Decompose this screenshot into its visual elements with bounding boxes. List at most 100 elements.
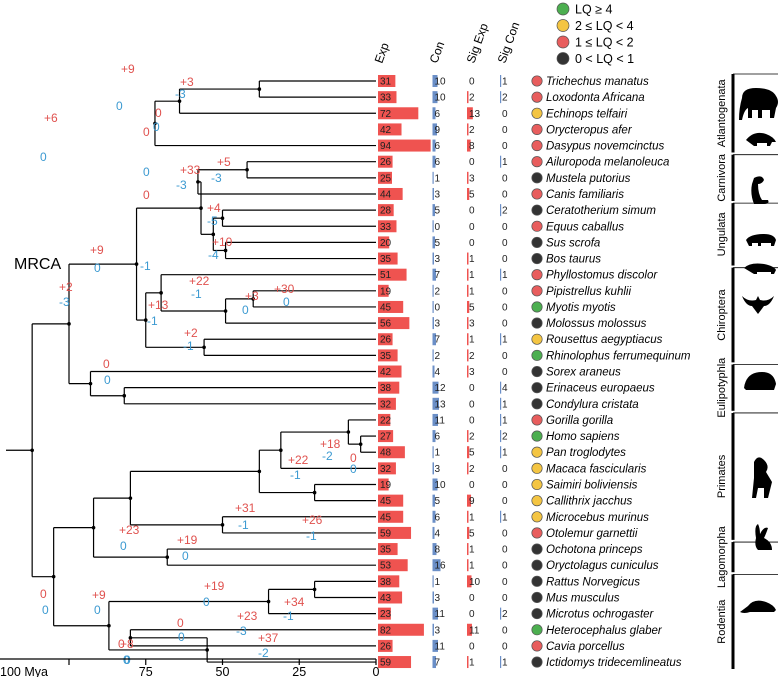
species-name: Dasypus novemcinctus (546, 141, 664, 153)
sig-con-value: 0 (502, 528, 508, 539)
sig-con-value: 0 (502, 641, 508, 652)
con-value: 6 (435, 157, 441, 168)
exp-bar (378, 430, 394, 443)
exp-bar (378, 494, 404, 507)
sig-exp-value: 1 (469, 286, 475, 297)
sig-exp-value: 2 (469, 93, 475, 104)
con-bar (432, 446, 434, 459)
sig-exp-value: 1 (469, 545, 475, 556)
lq-dot (531, 188, 543, 200)
con-bar (432, 430, 436, 443)
node-dot (153, 121, 157, 126)
loss-label: 0 (116, 99, 123, 113)
sig-con-bar (500, 75, 502, 87)
exp-value: 19 (380, 480, 392, 491)
sig-exp-value: 0 (469, 415, 475, 426)
sig-exp-value: 0 (469, 157, 475, 168)
sig-con-value: 0 (502, 254, 508, 265)
exp-bar (378, 252, 398, 265)
clade-label: Rodentia (716, 599, 728, 644)
gain-label: 0 (40, 587, 47, 601)
lq-dot (531, 495, 543, 507)
loss-label: -3 (211, 171, 222, 185)
lq-dot (531, 656, 543, 668)
sig-exp-value: 11 (469, 625, 480, 636)
lq-dot (531, 172, 543, 184)
loss-label: 0 (120, 539, 127, 553)
clade-label: Carnivora (716, 153, 728, 202)
sig-exp-value: 1 (469, 254, 475, 265)
exp-bar (378, 365, 402, 378)
con-bar (432, 526, 435, 539)
gain-label: +3 (180, 75, 194, 89)
lq-dot (531, 301, 543, 313)
con-bar (432, 139, 436, 152)
legend-label: 1 ≤ LQ < 2 (575, 36, 634, 50)
con-value: 11 (435, 641, 446, 652)
legend-dot (556, 52, 570, 65)
gain-label: +6 (44, 111, 58, 125)
lq-dot (531, 349, 543, 361)
clade-bracket: Carnivora (716, 153, 778, 204)
lq-dot (531, 204, 543, 216)
sig-exp-value: 5 (469, 302, 475, 313)
species-name: Erinaceus europaeus (546, 383, 655, 395)
con-bar (432, 171, 434, 184)
sig-exp-value: 0 (469, 238, 475, 249)
species-name: Oryctolagus cuniculus (546, 560, 659, 572)
gain-label: +22 (288, 453, 309, 467)
node-dot (312, 490, 317, 495)
con-bar (432, 284, 434, 297)
mouse-icon (740, 600, 776, 613)
sig-con-bar (500, 91, 502, 104)
exp-bar (378, 381, 400, 394)
con-bar (432, 494, 435, 507)
loss-label: -1 (183, 339, 194, 353)
lq-dot (531, 640, 543, 652)
chimpanzee-icon (752, 457, 772, 498)
sig-con-bar (500, 446, 502, 459)
lq-dot (531, 91, 543, 103)
column-header-sig_con: Sig Con (495, 20, 523, 65)
sig-con-value: 2 (502, 206, 508, 217)
sig-exp-bar (467, 526, 470, 539)
sig-con-value: 1 (502, 512, 508, 523)
sig-exp-value: 3 (469, 173, 475, 184)
gain-label: +23 (237, 609, 258, 623)
con-bar (432, 591, 434, 604)
gain-label: +19 (177, 533, 198, 547)
exp-value: 45 (380, 512, 392, 523)
exp-value: 27 (380, 432, 392, 443)
exp-bar (378, 220, 397, 233)
exp-bar (378, 349, 398, 362)
species-name: Gorilla gorilla (546, 415, 613, 427)
sig-exp-bar (467, 187, 470, 200)
sig-exp-value: 5 (469, 528, 475, 539)
con-value: 6 (435, 141, 441, 152)
axis-tick-label: 100 Mya (0, 665, 48, 677)
node-dot (358, 442, 363, 446)
sig-exp-bar (467, 284, 469, 297)
gain-label: +4 (207, 201, 221, 215)
con-value: 16 (435, 561, 447, 572)
loss-label: -2 (322, 449, 333, 463)
exp-value: 51 (380, 270, 392, 281)
lq-dot (531, 140, 543, 152)
legend-label: 0 < LQ < 1 (575, 52, 634, 66)
gain-label: +2 (59, 280, 73, 294)
con-value: 7 (435, 335, 441, 346)
clade-bracket: Chiroptera (716, 267, 778, 363)
gain-label: +34 (284, 595, 305, 609)
species-name: Molossus molossus (546, 318, 647, 330)
exp-bar (378, 639, 393, 652)
bat-icon (742, 296, 774, 314)
